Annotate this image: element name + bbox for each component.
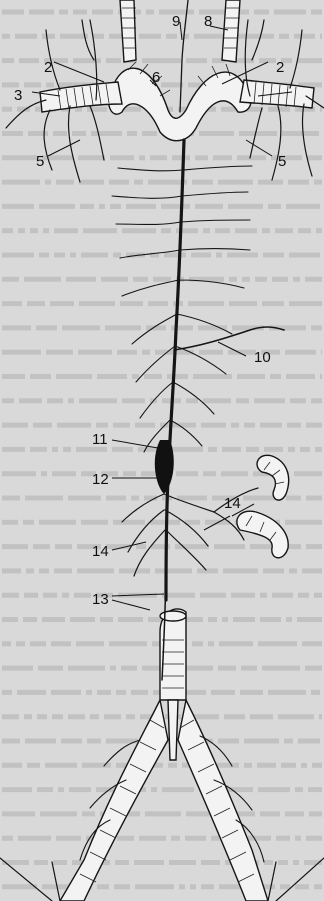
label-5-right: 5 [278, 153, 286, 170]
aorta-cross-section [160, 611, 186, 621]
label-11: 11 [92, 431, 108, 448]
right-common-carotid [222, 0, 240, 62]
label-3: 3 [14, 87, 22, 104]
lumbar-artery-loop-upper [257, 455, 289, 500]
label-14-right: 14 [224, 495, 241, 512]
bottom-frame [0, 858, 324, 901]
vertebral-artery [180, 0, 188, 112]
label-9: 9 [172, 13, 180, 30]
left-common-carotid [120, 0, 136, 62]
lumbar-artery-loop-lower [237, 511, 288, 558]
left-common-iliac [60, 700, 168, 901]
great-radicular-artery [174, 327, 284, 350]
label-13: 13 [92, 591, 109, 608]
label-12: 12 [92, 471, 109, 488]
anterior-spinal-artery [166, 140, 184, 600]
label-6: 6 [152, 69, 160, 86]
label-5-left: 5 [36, 153, 44, 170]
label-2-right: 2 [276, 59, 284, 76]
label-10: 10 [254, 349, 271, 366]
label-2-left: 2 [44, 59, 52, 76]
label-14-left: 14 [92, 543, 109, 560]
median-sacral-artery [168, 700, 178, 760]
right-common-iliac [178, 700, 268, 901]
label-8: 8 [204, 13, 212, 30]
